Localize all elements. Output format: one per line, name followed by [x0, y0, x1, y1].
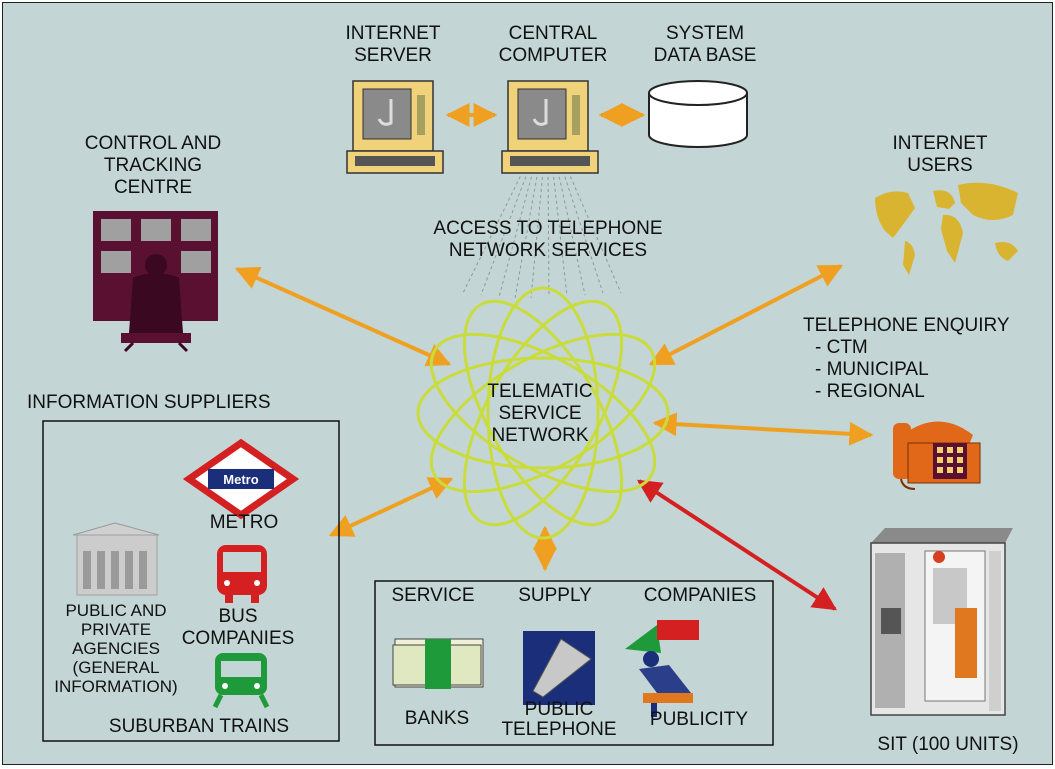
world-map-icon: [875, 182, 1018, 275]
metro-logo: Metro: [182, 438, 300, 520]
agencies-label-line: PRIVATE: [80, 620, 152, 639]
public-telephone-label-line1: PUBLIC: [524, 699, 594, 720]
companies-header: COMPANIES: [643, 585, 757, 606]
internet-server-icon: [346, 80, 444, 174]
agencies-label-line: INFORMATION): [54, 677, 178, 696]
telephone-enquiry-item: - CTM: [815, 337, 868, 358]
banks-label: BANKS: [404, 708, 470, 729]
telematic-network-label-line3: NETWORK: [491, 425, 589, 446]
public-telephone-label: PUBLIC TELEPHONE: [487, 700, 631, 740]
agencies-label-line: AGENCIES: [72, 639, 160, 658]
control-centre-label-line1: CONTROL AND: [84, 133, 222, 154]
sit-link-arrow: [636, 479, 838, 611]
supply-header: SUPPLY: [518, 585, 592, 606]
internet-server-label-line1: INTERNET: [345, 23, 441, 44]
database-icon: [648, 80, 748, 148]
control-centre-label-line3: CENTRE: [113, 177, 193, 198]
bus-companies-label: BUS COMPANIES: [163, 606, 313, 650]
network-arrows: [234, 264, 874, 572]
public-telephone-icon: [523, 631, 595, 705]
access-network-label-line1: ACCESS TO TELEPHONE: [433, 218, 663, 239]
telephone-icon: [893, 421, 981, 490]
public-telephone-label-line2: TELEPHONE: [501, 719, 617, 740]
telephone-enquiry-title: TELEPHONE ENQUIRY: [803, 315, 1010, 336]
telephone-enquiry-label: TELEPHONE ENQUIRY - CTM - MUNICIPAL - RE…: [803, 315, 1052, 403]
agencies-label: PUBLIC AND PRIVATE AGENCIES (GENERAL INF…: [47, 601, 185, 696]
central-computer-icon: [501, 80, 599, 174]
internet-users-label: INTERNET USERS: [865, 133, 1015, 177]
internet-server-label-line2: SERVER: [354, 45, 432, 66]
access-network-label-line2: NETWORK SERVICES: [448, 240, 648, 261]
sit-kiosk-icon: [870, 528, 1013, 716]
control-centre-icon: [93, 211, 218, 353]
publicity-icon: [625, 620, 699, 717]
telephone-link-lines: [462, 170, 622, 299]
info-suppliers-title: INFORMATION SUPPLIERS: [27, 392, 271, 413]
metro-logo-text: Metro: [223, 472, 258, 487]
internet-server-label: INTERNET SERVER: [333, 23, 453, 67]
control-centre-label: CONTROL AND TRACKING CENTRE: [58, 133, 248, 199]
telematic-network-label-line2: SERVICE: [498, 403, 582, 424]
telephone-enquiry-item: - MUNICIPAL: [815, 359, 929, 380]
money-stack-icon: [392, 638, 484, 689]
service-header: SERVICE: [391, 585, 475, 606]
control-centre-label-line2: TRACKING: [103, 155, 203, 176]
telematic-network-label: TELEMATIC SERVICE NETWORK: [465, 381, 615, 447]
central-computer-label: CENTRAL COMPUTER: [483, 23, 623, 67]
agencies-label-line: (GENERAL: [72, 658, 160, 677]
metro-label: METRO: [209, 512, 279, 533]
agencies-label-line: PUBLIC AND: [65, 601, 167, 620]
suburban-trains-label: SUBURBAN TRAINS: [108, 716, 290, 737]
telematic-network-label-line1: TELEMATIC: [487, 381, 593, 402]
system-database-label: SYSTEM DATA BASE: [637, 23, 773, 67]
internet-users-label-line2: USERS: [907, 155, 973, 176]
service-supply-box: [374, 580, 774, 746]
telematic-network-rings: [416, 286, 670, 540]
sit-label: SIT (100 UNITS): [877, 734, 1019, 755]
central-computer-label-line1: CENTRAL: [508, 23, 598, 44]
bus-companies-label-line2: COMPANIES: [181, 628, 295, 649]
public-building-icon: [72, 522, 160, 596]
diagram-graphics: Metro: [42, 80, 1018, 746]
publicity-label: PUBLICITY: [649, 709, 749, 730]
bus-icon: [217, 545, 267, 603]
internet-users-label-line1: INTERNET: [892, 133, 988, 154]
telephone-enquiry-item: - REGIONAL: [815, 381, 925, 402]
system-database-label-line1: SYSTEM: [665, 23, 745, 44]
system-database-label-line2: DATA BASE: [653, 45, 757, 66]
train-icon: [212, 653, 270, 709]
info-suppliers-box: [42, 420, 340, 742]
bus-companies-label-line1: BUS: [218, 606, 258, 627]
access-network-label: ACCESS TO TELEPHONE NETWORK SERVICES: [398, 218, 698, 262]
central-computer-label-line2: COMPUTER: [498, 45, 608, 66]
